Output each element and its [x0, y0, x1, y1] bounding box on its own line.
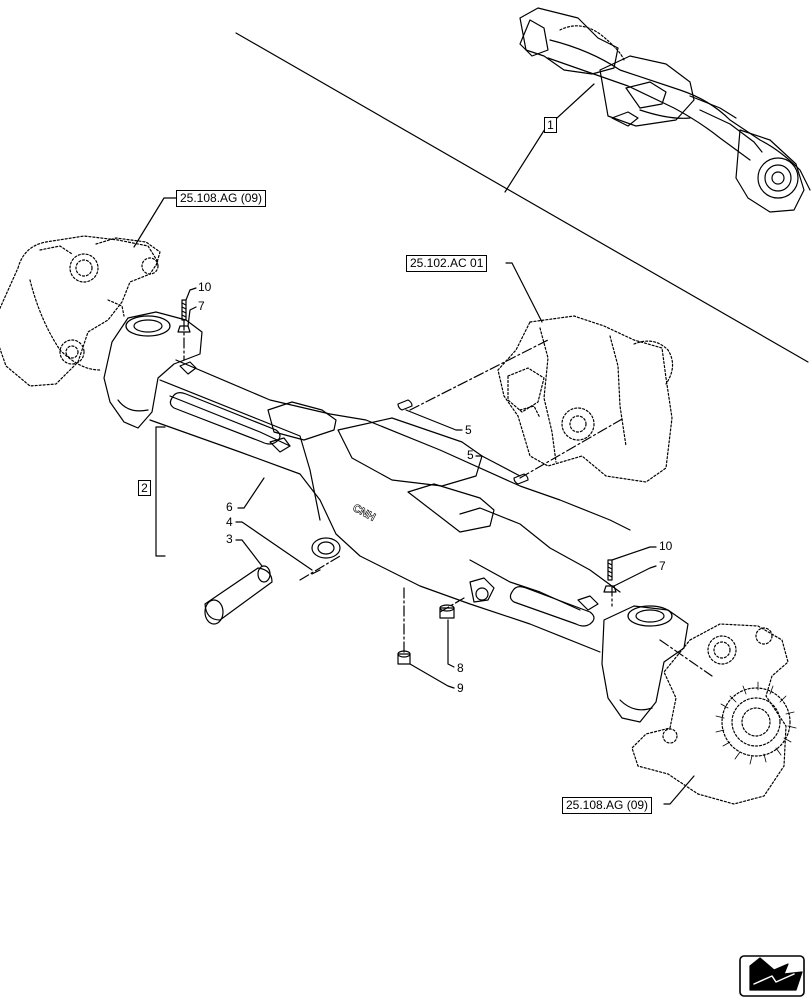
callout-box-1[interactable]: 1	[544, 117, 557, 133]
reference-label-center[interactable]: 25.102.AC 01	[406, 255, 488, 272]
dowel-lower	[513, 473, 529, 485]
leader-ref-top-left	[133, 197, 177, 248]
right-steering-knuckle	[631, 623, 791, 805]
casting-logo-text: CNH	[351, 502, 378, 524]
callout-leaders	[185, 287, 657, 689]
stud-right	[603, 559, 617, 593]
leader-ref-bottom-right	[663, 775, 695, 805]
callout-7-right: 7	[659, 559, 666, 573]
callout-9: 9	[457, 681, 464, 695]
reference-label-top-left[interactable]: 25.108.AG (09)	[176, 190, 267, 207]
plug-9	[397, 650, 411, 665]
stud-left	[177, 299, 191, 333]
callout-4: 4	[226, 515, 233, 529]
callout-6: 6	[226, 500, 233, 514]
leader-line-1a	[504, 128, 546, 193]
differential-housing	[497, 315, 674, 483]
callout-3: 3	[226, 532, 233, 546]
navigation-arrow-icon[interactable]	[739, 955, 805, 997]
callout-10-right: 10	[659, 539, 673, 553]
pin-4	[311, 569, 321, 575]
plug-8	[439, 604, 455, 619]
leader-ref-center	[505, 262, 543, 323]
left-steering-knuckle	[0, 235, 161, 387]
callout-7-left: 7	[198, 299, 205, 313]
callout-5-upper: 5	[465, 423, 472, 437]
callout-box-2[interactable]: 2	[138, 480, 151, 496]
axle-assembly-overview	[519, 7, 811, 213]
alignment-lines	[183, 319, 713, 677]
callout-5-lower: 5	[467, 448, 474, 462]
pivot-pin	[204, 565, 273, 625]
callout-8: 8	[457, 661, 464, 675]
axle-beam	[103, 311, 689, 723]
section-divider-line	[235, 32, 809, 363]
bracket-2	[155, 426, 166, 557]
dowel-upper	[397, 399, 413, 411]
right-gear-teeth	[715, 681, 797, 765]
reference-label-bottom-right[interactable]: 25.108.AG (09)	[562, 797, 653, 814]
callout-10-left: 10	[198, 280, 212, 294]
